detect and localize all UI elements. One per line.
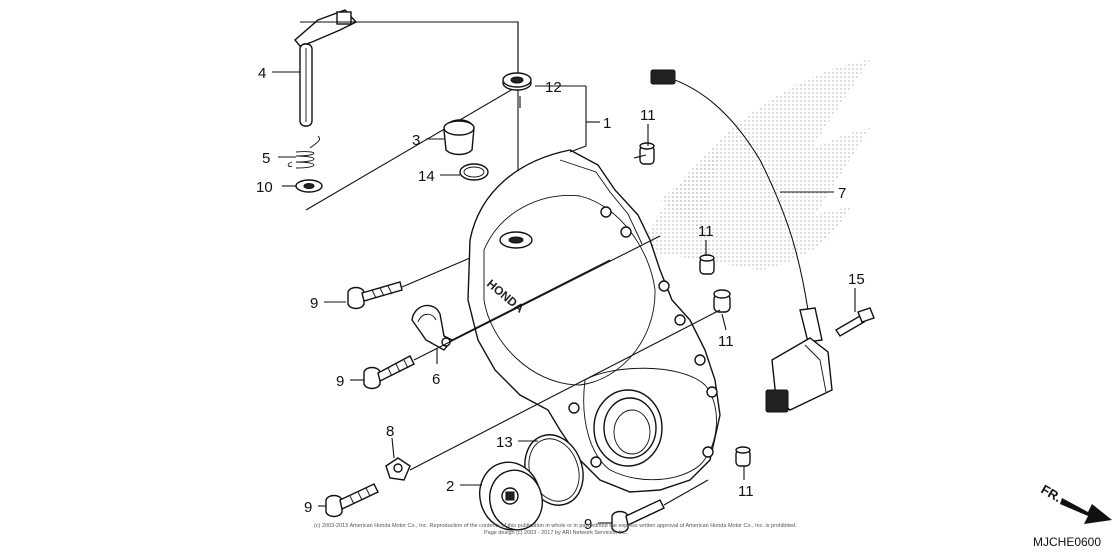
callout-6: 6 (432, 371, 440, 388)
callout-13: 13 (496, 434, 513, 451)
part-3-cap (443, 119, 475, 156)
part-11-dowel-d (735, 446, 751, 467)
callout-12: 12 (545, 79, 562, 96)
part-1-cover: HONDA (467, 149, 721, 493)
part-5-spring (287, 135, 321, 169)
brand-wing-watermark (640, 60, 870, 270)
part-4-arm (294, 9, 358, 127)
part-15-bolt (835, 307, 875, 337)
callout-1: 1 (603, 115, 611, 132)
part-9-bolt-d (611, 499, 665, 534)
callout-2: 2 (446, 478, 454, 495)
callout-15: 15 (848, 271, 865, 288)
callout-4: 4 (258, 65, 266, 82)
part-9-bolt-b (363, 355, 415, 390)
front-arrow-icon (1060, 498, 1112, 524)
part-11-dowel-b (699, 254, 715, 275)
copyright-line-1: (c) 2003-2013 American Honda Motor Co., … (314, 523, 797, 529)
callout-11-a: 11 (640, 107, 656, 124)
diagram-code: MJCHE0600 (1033, 535, 1101, 549)
callout-9-d: 9 (584, 516, 592, 533)
callout-9-b: 9 (336, 373, 344, 390)
front-direction-label: FR. (1039, 482, 1065, 505)
group-outline-4-5-10 (300, 21, 519, 211)
part-12-seal (502, 72, 532, 91)
front-direction-indicator: FR. (1039, 482, 1112, 524)
exploded-guide-lines (401, 96, 721, 506)
callout-11-b: 11 (698, 223, 714, 240)
callout-9-c: 9 (304, 499, 312, 516)
copyright-line-2: Page design (c) 2003 - 2017 by ARI Netwo… (484, 530, 628, 536)
callout-10: 10 (256, 179, 273, 196)
part-8-clamp (385, 457, 411, 481)
callout-11-d: 11 (738, 483, 754, 500)
callout-3: 3 (412, 132, 420, 149)
callout-leaders (272, 71, 856, 524)
callout-11-c: 11 (718, 333, 734, 350)
callout-9-a: 9 (310, 295, 318, 312)
callout-8: 8 (386, 423, 394, 440)
part-9-bolt-a (347, 281, 403, 310)
part-11-dowel-c (713, 289, 731, 313)
callouts: 4 5 10 3 14 12 1 11 11 11 7 15 9 9 6 8 1… (256, 65, 865, 533)
part-10-washer (295, 179, 323, 193)
part-9-bolt-c (325, 483, 379, 518)
callout-5: 5 (262, 150, 270, 167)
part-11-dowel-a (639, 142, 655, 165)
callout-14: 14 (418, 168, 435, 185)
part-14-oring (459, 163, 489, 181)
part-2-plug (479, 461, 543, 531)
part-7-sensor-harness (650, 69, 833, 413)
callout-7: 7 (838, 185, 846, 202)
